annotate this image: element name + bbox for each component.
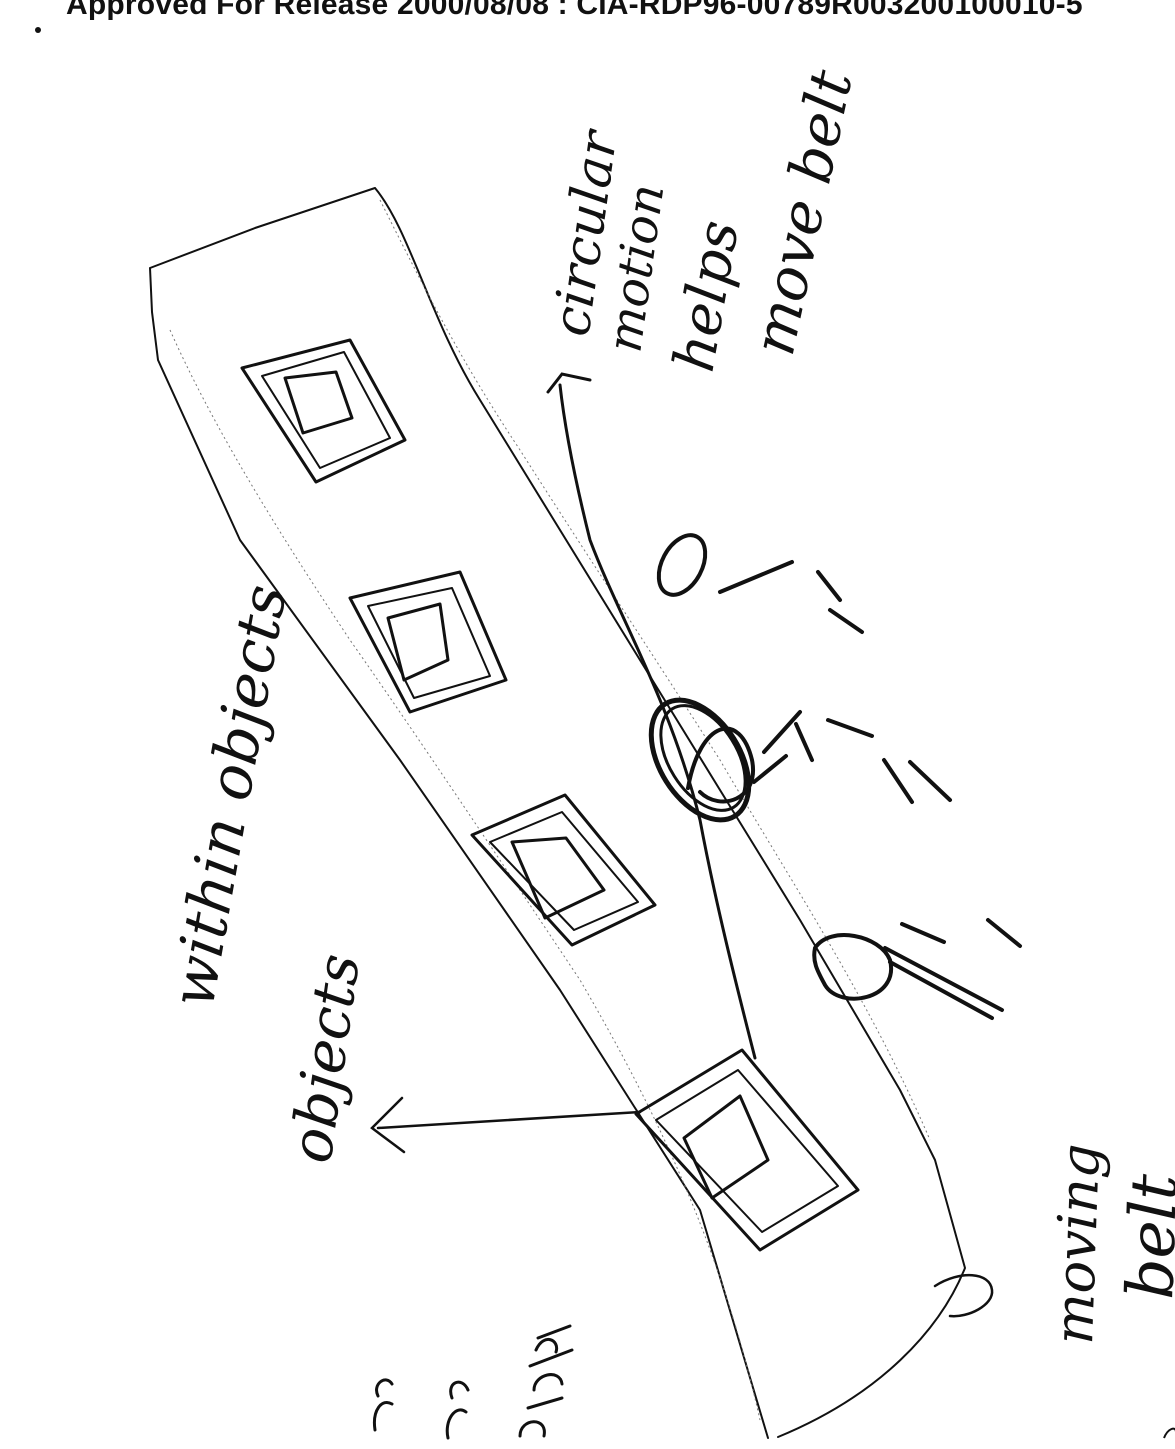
label-helps: helps [662,216,752,377]
belt-edge-hatching [169,199,931,1421]
belt-outline [149,187,966,1439]
cutoff-handwriting [372,1324,574,1440]
stray-dot [35,27,41,33]
person-figure-3 [812,918,1022,1020]
circular-motion-arrow [558,383,757,1060]
person-figure-1 [656,533,864,634]
person-figure-2 [686,710,952,804]
circular-motion-arrowhead [546,372,592,394]
objects-pointer-arrow [370,1096,642,1154]
moving-belt-pointer [933,1273,994,1318]
object-square-3 [470,793,657,947]
object-square-1 [240,338,407,484]
label-moving: moving [1042,1143,1112,1346]
label-belt: belt [1114,1173,1175,1301]
edge-mark [1163,1427,1175,1439]
circular-motion-ring [648,697,752,823]
object-square-4 [634,1048,860,1252]
object-square-2 [348,570,508,714]
approval-stamp: Approved For Release 2000/08/08 : CIA-RD… [66,0,1083,21]
label-within-objects: within objects [158,580,301,1013]
label-move-belt: move belt [739,64,866,361]
label-objects: objects [277,950,374,1167]
